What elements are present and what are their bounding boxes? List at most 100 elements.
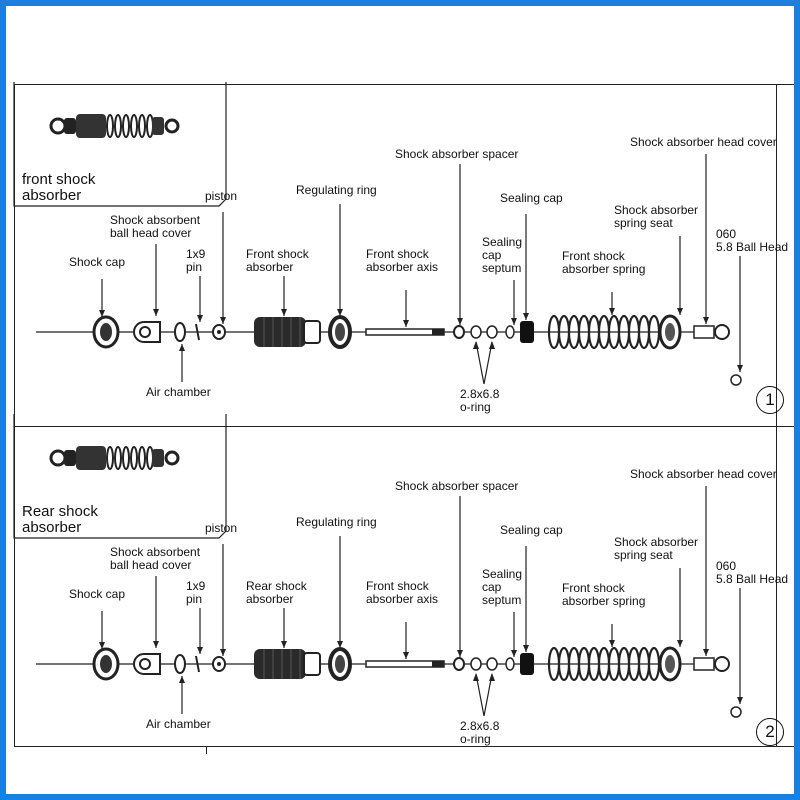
ball-head-part [730,706,742,718]
bottom-divider [14,746,794,747]
septum-part [505,657,515,671]
leader-axis-arrow [403,320,409,327]
thumb-coil [114,114,122,138]
label-shock-cap: Shock cap [69,587,126,601]
regulating-ring-hole [335,323,345,341]
leader-ball-head-cover-arrow [153,309,159,316]
leader-ball-head-arrow [737,697,743,704]
spacer-part [453,657,465,671]
leader-regulating-ring-arrow [337,641,343,648]
spring-seat-hole [665,655,675,673]
label-shock-cap: Shock cap [69,255,126,269]
head-cover-part [693,657,715,671]
label-regulating-ring: Regulating ring [296,183,377,197]
shock-cap-hole [100,655,112,673]
head-cover-part [693,325,715,339]
label-oring: 2.8x6.8 o-ring [460,719,500,746]
leader-ball-head-arrow [737,365,743,372]
absorber-body [254,649,306,679]
leader-ball-head-cover-arrow [153,641,159,648]
exploded-view-drawing [13,414,743,718]
assembled-shock-thumbnail [49,114,180,138]
pin-part [195,323,200,341]
leader-shock-cap-arrow [99,642,105,649]
spring-seat-hole [665,323,675,341]
thumb-end-left [64,450,76,466]
label-spacer: Shock absorber spacer [395,479,519,493]
sealing-cap-part [520,653,534,675]
label-sealing-cap: Sealing cap [500,523,563,537]
label-spacer: Shock absorber spacer [395,147,519,161]
leader-oring-b-arrow [489,673,495,681]
leader-piston-arrow [220,649,226,656]
septum-part [505,325,515,339]
spacer-part [453,325,465,339]
label-head-cover: Shock absorber head cover [630,467,777,481]
label-cap-septum: Sealing cap septum [482,567,523,607]
leader-septum-arrow [511,650,517,657]
leader-spacer-arrow [457,318,463,325]
label-sealing-cap: Sealing cap [500,191,563,205]
oring-1 [470,325,482,339]
label-pin: 1x9 pin [186,247,206,274]
oring-2 [486,325,498,339]
shock-axis-thread [432,661,444,667]
label-air-chamber: Air chamber [146,385,211,399]
exploded-view-drawing [13,82,743,386]
absorber-body-end [303,652,321,676]
label-piston: piston [205,521,238,535]
label-spring: Front shock absorber spring [562,581,646,608]
sealing-cap-part [520,321,534,343]
panel-number-badge: 2 [756,718,784,746]
thumb-coil [114,446,122,470]
label-air-chamber: Air chamber [146,717,211,731]
oring-1 [470,657,482,671]
title-box-outline [13,414,227,539]
thumb-eye-left [49,117,67,135]
thumb-body [76,114,106,138]
thumb-coil [130,446,138,470]
leader-spring-arrow [609,308,615,315]
thumb-eye-right [164,118,180,134]
label-absorber: Front shock absorber [246,247,309,274]
label-oring: 2.8x6.8 o-ring [460,387,500,414]
leader-axis-arrow [403,652,409,659]
leader-oring-b-arrow [489,341,495,349]
leader-air-chamber-arrow [179,344,185,351]
air-chamber-ring [174,322,186,342]
assembled-shock-thumbnail [49,446,180,470]
thumb-eye-left [49,449,67,467]
leader-absorber-arrow [281,641,287,648]
leader-pin-arrow [197,647,203,654]
bottom-tick [206,746,207,754]
thumb-end-left [64,118,76,134]
top-divider [14,84,794,85]
leader-oring-a-arrow [473,673,479,681]
thumb-coil [122,446,130,470]
absorber-body-end [303,320,321,344]
regulating-ring-hole [335,655,345,673]
label-pin: 1x9 pin [186,579,206,606]
label-piston: piston [205,189,238,203]
pin-part [195,655,200,673]
thumb-coil [130,114,138,138]
panel-title: front shock absorber [22,171,96,204]
label-regulating-ring: Regulating ring [296,515,377,529]
leader-regulating-ring-arrow [337,309,343,316]
leader-air-chamber-arrow [179,676,185,683]
leader-sealing-cap-arrow [523,645,529,652]
leader-oring-a-arrow [473,341,479,349]
label-axis: Front shock absorber axis [366,579,439,606]
thumb-eye-right [164,450,180,466]
thumb-body [76,446,106,470]
leader-pin-arrow [197,315,203,322]
head-cover-eye [714,656,730,672]
ball-head-part [730,374,742,386]
thumb-end-right [152,449,164,467]
shock-cap-hole [100,323,112,341]
label-absorber: Rear shock absorber [246,579,307,606]
leader-head-cover-arrow [703,317,709,324]
leader-septum-arrow [511,318,517,325]
